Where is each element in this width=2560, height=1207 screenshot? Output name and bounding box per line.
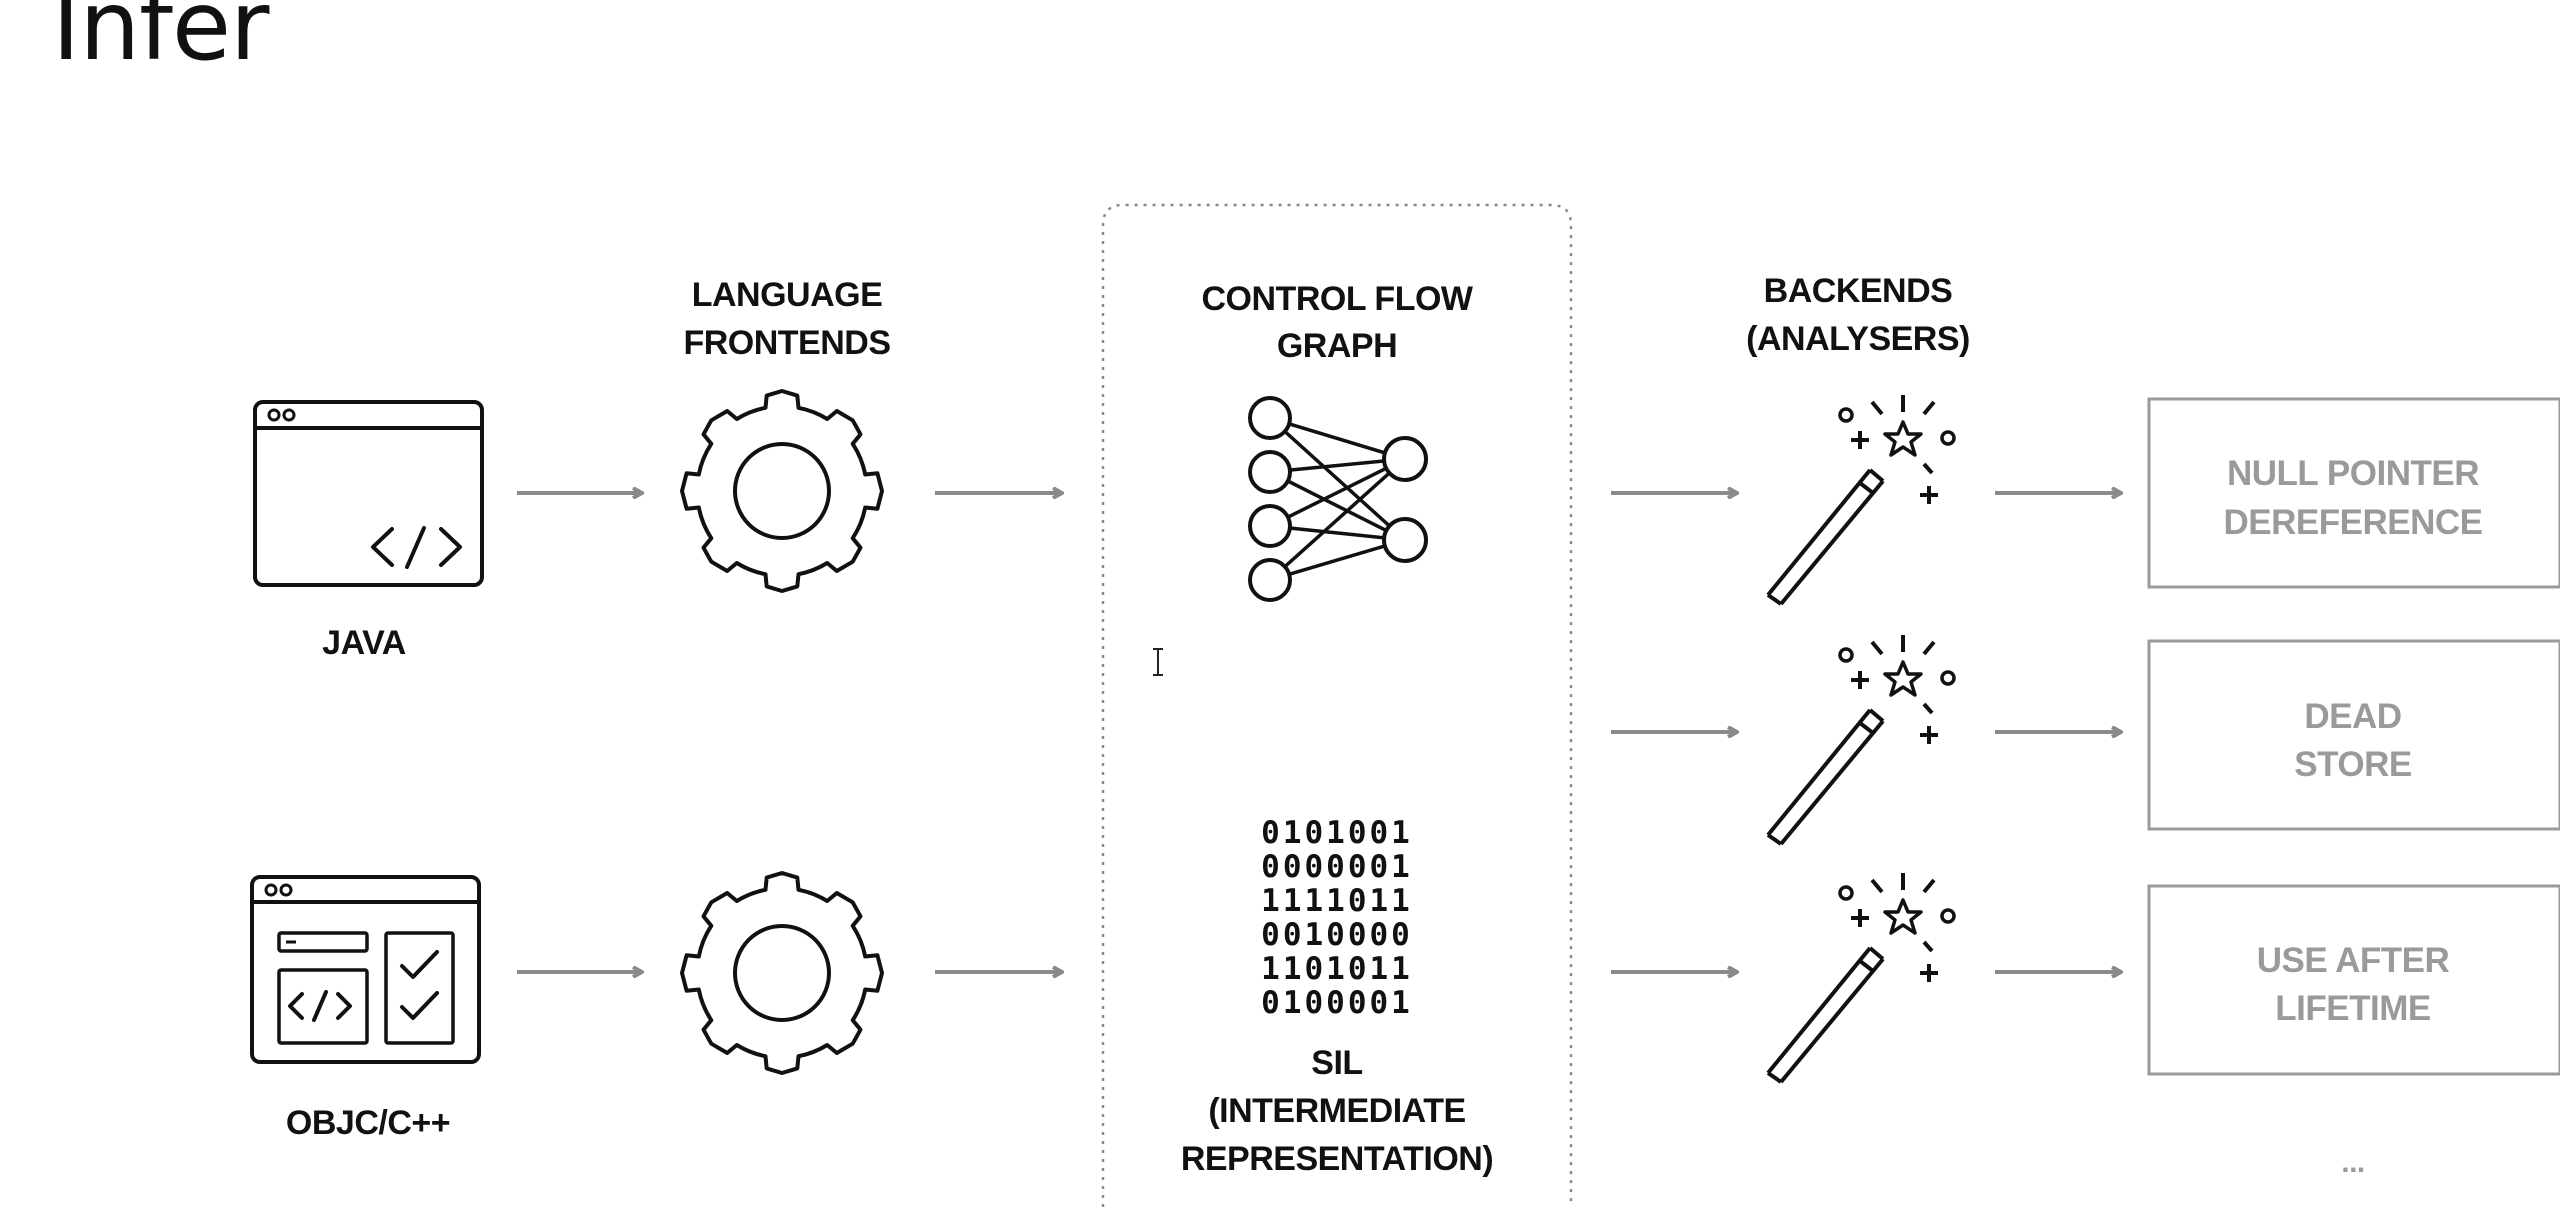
binary-line: 0100001 [1261, 985, 1413, 1021]
cfg-label-line2: GRAPH [1277, 327, 1397, 365]
output-label-line2: LIFETIME [2275, 989, 2430, 1028]
frontends-label-line1: LANGUAGE [692, 276, 883, 314]
frontends-label-line2: FRONTENDS [683, 324, 890, 362]
output-label-line1: USE AFTER [2257, 941, 2450, 980]
sil-label-line3: REPRESENTATION) [1181, 1140, 1493, 1178]
objc-label: OBJC/C++ [286, 1104, 450, 1142]
binary-line: 0000001 [1261, 849, 1413, 885]
output-label-line2: STORE [2294, 745, 2411, 784]
output-box-use-after-lifetime: USE AFTER LIFETIME [2147, 884, 2560, 1076]
sil-binary-block: 0101001 0000001 1111011 0010000 1101011 … [1261, 815, 1413, 1021]
objc-file-icon [250, 875, 481, 1064]
magic-wand-icon [1766, 871, 1956, 1084]
ir-container [1101, 203, 1573, 1207]
output-label-line1: DEAD [2304, 697, 2401, 736]
magic-wand-icon [1766, 633, 1956, 846]
backends-label-line1: BACKENDS [1764, 272, 1953, 310]
text-cursor-icon [1153, 648, 1163, 676]
gear-icon [680, 389, 884, 593]
java-label: JAVA [322, 624, 406, 662]
output-label-line2: DEREFERENCE [2224, 503, 2483, 542]
page-title: Infer [52, 0, 269, 82]
binary-line: 1111011 [1261, 883, 1413, 919]
graph-network-icon [1248, 396, 1428, 602]
output-box-dead-store: DEAD STORE [2147, 639, 2560, 831]
cfg-label-line1: CONTROL FLOW [1202, 280, 1474, 318]
sil-label-line2: (INTERMEDIATE [1208, 1092, 1465, 1130]
output-box-null-pointer: NULL POINTER DEREFERENCE [2147, 397, 2560, 589]
binary-line: 0010000 [1261, 917, 1413, 953]
magic-wand-icon [1766, 393, 1956, 606]
binary-line: 0101001 [1261, 815, 1413, 851]
sil-label-line1: SIL [1311, 1044, 1362, 1082]
binary-line: 1101011 [1261, 951, 1413, 987]
backends-label-line2: (ANALYSERS) [1746, 320, 1970, 358]
java-file-icon [253, 400, 484, 587]
output-label-line1: NULL POINTER [2227, 454, 2479, 493]
more-outputs-ellipsis: ... [2341, 1146, 2365, 1179]
gear-icon [680, 871, 884, 1075]
